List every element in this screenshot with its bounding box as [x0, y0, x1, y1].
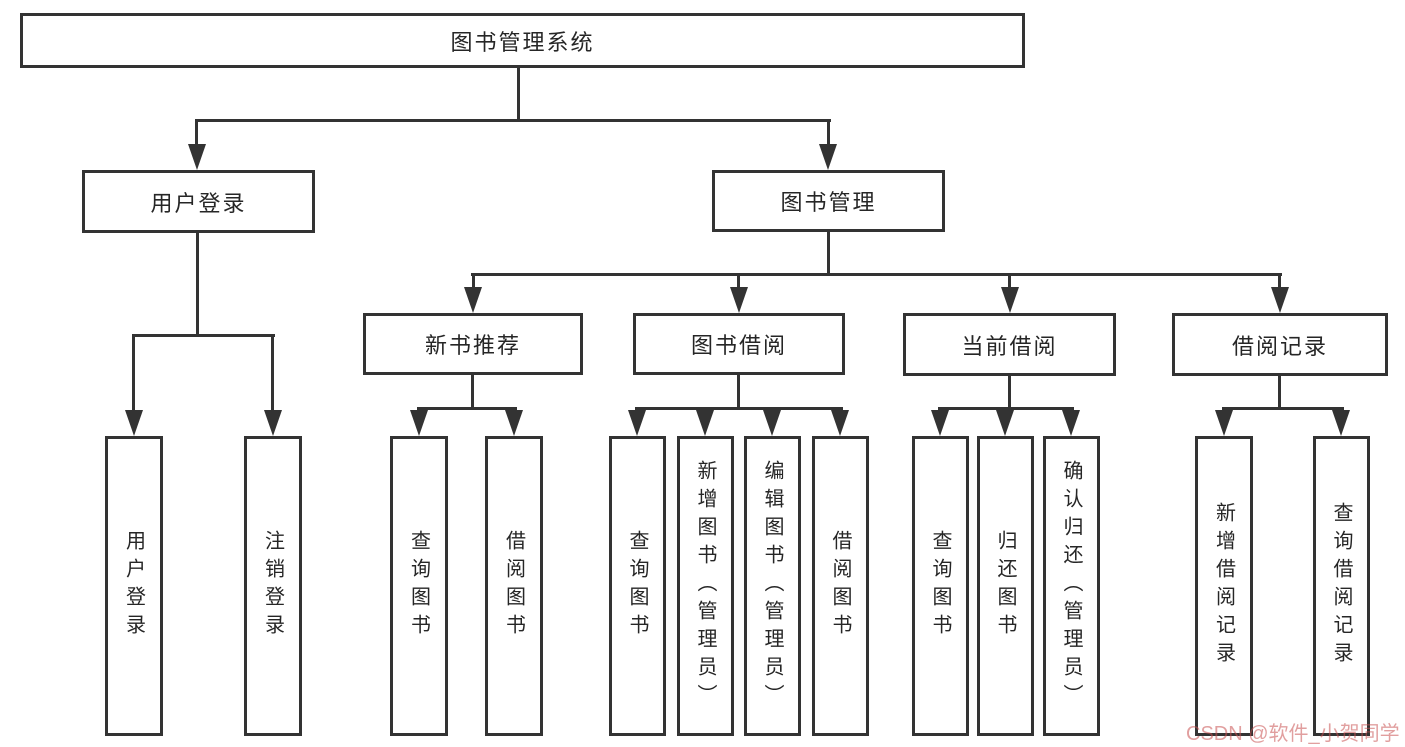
connector-line	[132, 334, 275, 337]
leaf-recommend-query-book-label: 查询图书	[407, 530, 430, 642]
connector-line	[737, 273, 740, 290]
node-current-borrow: 当前借阅	[903, 313, 1116, 376]
arrowhead-icon	[931, 410, 949, 436]
connector-line	[1222, 407, 1344, 410]
leaf-confirm-return-admin: 确认归还（管理员）	[1043, 436, 1100, 736]
node-book-management: 图书管理	[712, 170, 945, 232]
node-current-borrow-label: 当前借阅	[961, 333, 1058, 359]
leaf-query-borrow-record: 查询借阅记录	[1313, 436, 1370, 736]
arrowhead-icon	[628, 410, 646, 436]
connector-line	[517, 68, 520, 121]
node-borrow-record-label: 借阅记录	[1231, 333, 1328, 359]
leaf-recommend-query-book: 查询图书	[390, 436, 448, 736]
arrowhead-icon	[1062, 410, 1080, 436]
leaf-return-book-label: 归还图书	[994, 530, 1016, 642]
leaf-borrow-query-book: 查询图书	[609, 436, 666, 736]
leaf-logout: 注销登录	[244, 436, 302, 736]
arrowhead-icon	[831, 410, 849, 436]
leaf-add-book-admin: 新增图书（管理员）	[677, 436, 734, 736]
leaf-user-login-label: 用户登录	[122, 530, 145, 642]
node-new-book-recommend: 新书推荐	[363, 313, 583, 375]
connector-line	[417, 407, 517, 410]
node-user-login-label: 用户登录	[150, 190, 247, 216]
connector-line	[196, 119, 831, 122]
arrowhead-icon	[696, 410, 714, 436]
leaf-borrow-book: 借阅图书	[812, 436, 869, 736]
connector-line	[1008, 376, 1011, 410]
leaf-edit-book-admin-label: 编辑图书（管理员）	[761, 460, 783, 712]
arrowhead-icon	[819, 144, 837, 170]
leaf-current-query-book: 查询图书	[912, 436, 969, 736]
leaf-edit-book-admin: 编辑图书（管理员）	[744, 436, 801, 736]
arrowhead-icon	[730, 287, 748, 313]
connector-line	[827, 119, 830, 148]
leaf-borrow-query-book-label: 查询图书	[626, 530, 648, 642]
leaf-logout-label: 注销登录	[261, 530, 284, 642]
connector-line	[471, 375, 474, 410]
connector-line	[1008, 273, 1011, 290]
connector-line	[472, 273, 475, 290]
leaf-recommend-borrow-book: 借阅图书	[485, 436, 543, 736]
leaf-confirm-return-admin-label: 确认归还（管理员）	[1060, 460, 1082, 712]
leaf-add-borrow-record-label: 新增借阅记录	[1212, 502, 1235, 670]
csdn-watermark: CSDN @软件_小贺同学	[1186, 717, 1400, 746]
leaf-current-query-book-label: 查询图书	[929, 530, 951, 642]
arrowhead-icon	[1271, 287, 1289, 313]
connector-line	[132, 334, 135, 412]
connector-line	[196, 233, 199, 337]
connector-line	[827, 232, 830, 276]
connector-line	[1278, 376, 1281, 410]
leaf-return-book: 归还图书	[977, 436, 1034, 736]
arrowhead-icon	[1001, 287, 1019, 313]
node-root-label: 图书管理系统	[450, 29, 595, 55]
connector-line	[471, 273, 1282, 276]
node-user-login: 用户登录	[82, 170, 315, 233]
arrowhead-icon	[996, 410, 1014, 436]
node-root: 图书管理系统	[20, 13, 1025, 68]
leaf-query-borrow-record-label: 查询借阅记录	[1330, 502, 1352, 670]
arrowhead-icon	[464, 287, 482, 313]
arrowhead-icon	[264, 410, 282, 436]
connector-line	[195, 119, 198, 148]
connector-line	[737, 375, 740, 410]
node-book-borrow: 图书借阅	[633, 313, 845, 375]
connector-line	[938, 407, 1074, 410]
leaf-borrow-book-label: 借阅图书	[829, 530, 851, 642]
node-book-borrow-label: 图书借阅	[690, 333, 787, 358]
leaf-add-book-admin-label: 新增图书（管理员）	[694, 460, 716, 712]
connector-line	[635, 407, 843, 410]
node-new-book-recommend-label: 新书推荐	[424, 333, 521, 358]
arrowhead-icon	[505, 410, 523, 436]
node-borrow-record: 借阅记录	[1172, 313, 1388, 376]
arrowhead-icon	[763, 410, 781, 436]
arrowhead-icon	[188, 144, 206, 170]
node-book-management-label: 图书管理	[780, 190, 877, 215]
leaf-user-login: 用户登录	[105, 436, 163, 736]
leaf-add-borrow-record: 新增借阅记录	[1195, 436, 1253, 736]
connector-line	[271, 334, 274, 412]
csdn-watermark-text: CSDN @软件_小贺同学	[1186, 723, 1400, 745]
arrowhead-icon	[1332, 410, 1350, 436]
arrowhead-icon	[125, 410, 143, 436]
arrowhead-icon	[1215, 410, 1233, 436]
connector-line	[1278, 273, 1281, 290]
leaf-recommend-borrow-book-label: 借阅图书	[502, 530, 525, 642]
arrowhead-icon	[410, 410, 428, 436]
